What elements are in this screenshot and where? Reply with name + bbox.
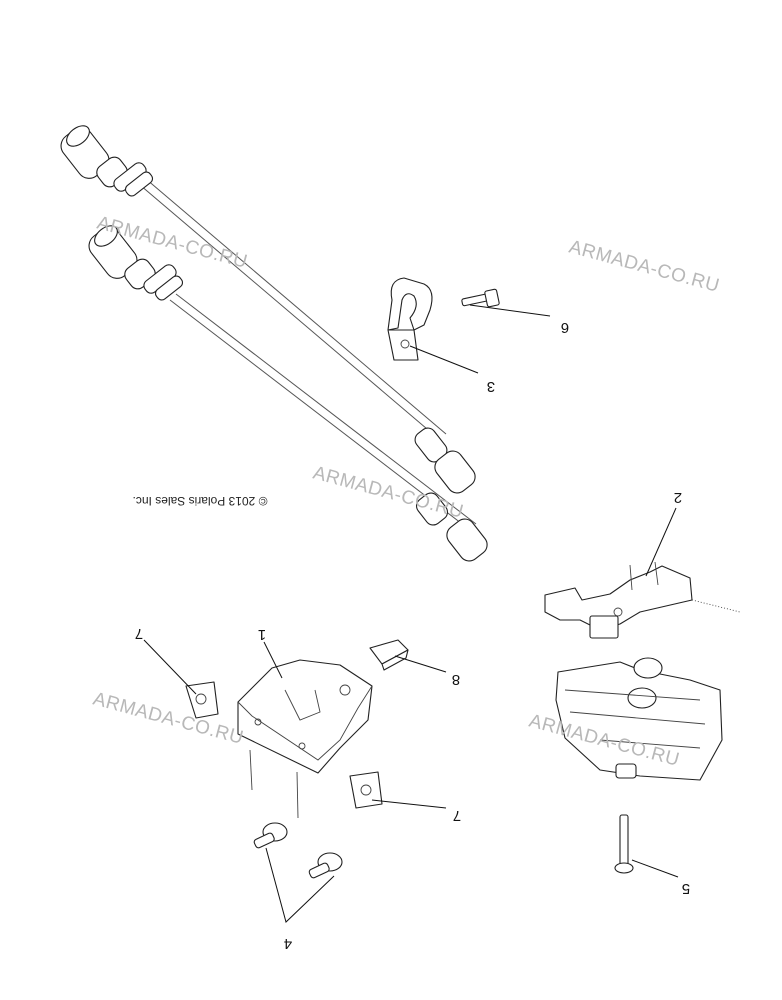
callout-2: 2 (674, 489, 682, 506)
callout-7-lower: 7 (453, 807, 461, 824)
clip-nut-lower (349, 771, 383, 809)
copyright-text: © 2013 Polaris Sales Inc. (133, 494, 268, 508)
screw-4b (308, 852, 343, 879)
spark-plug-cable-lower (88, 225, 488, 562)
mounting-bracket (237, 659, 373, 819)
callout-8: 8 (452, 671, 460, 688)
callout-3: 3 (487, 378, 495, 395)
spark-plug-cable-upper (60, 125, 476, 494)
screw-4a (253, 822, 288, 849)
callout-6: 6 (561, 319, 569, 336)
callout-5: 5 (682, 880, 690, 897)
watermark-4: ARMADA-CO.RU (91, 689, 246, 749)
ignition-coil (555, 657, 723, 781)
watermark-2: ARMADA-CO.RU (567, 237, 722, 297)
coil-bracket (544, 561, 741, 639)
callout-4: 4 (284, 935, 292, 952)
cable-clamp (387, 277, 433, 361)
bolt-6 (461, 288, 500, 308)
clip-nut-upper (185, 681, 219, 719)
clip-8 (369, 639, 409, 671)
callout-7-upper: 7 (135, 625, 143, 642)
long-bolt-5 (614, 814, 634, 874)
leader-lines (143, 304, 679, 923)
callout-1: 1 (258, 626, 266, 643)
